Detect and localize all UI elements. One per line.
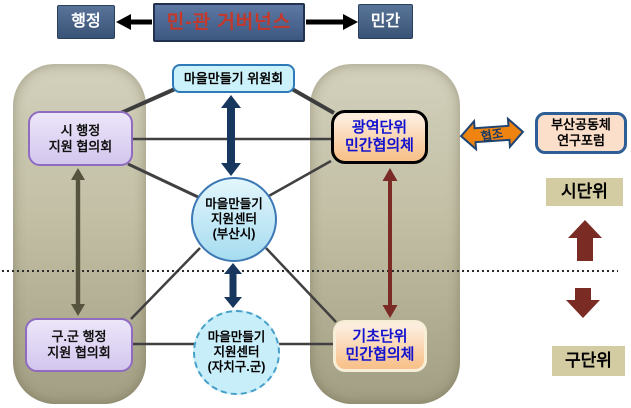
city-level-label: 시단위 — [546, 178, 623, 206]
node-basic-private-council: 기초단위 민간협의체 — [333, 320, 427, 372]
arrow-committee-centerbusan — [221, 95, 241, 176]
cooperation-label: 협조 — [480, 125, 504, 144]
cooperation-arrow-shape — [459, 116, 525, 152]
arrow-cityadmin-gugun — [71, 168, 85, 316]
district-level-down-arrow — [566, 288, 600, 318]
admin-box: 행정 — [57, 5, 115, 39]
line-metro-centerbusan — [266, 159, 332, 199]
district-level-label: 구단위 — [552, 346, 625, 376]
private-box: 민간 — [358, 4, 413, 39]
city-level-up-arrow — [568, 220, 602, 261]
node-metro-private-council: 광역단위 민간협의체 — [331, 110, 428, 164]
node-busan-community-forum: 부산공동체 연구포럼 — [535, 112, 627, 154]
line-centerbusan-basic — [265, 247, 337, 323]
line-committee-cityadmin — [120, 87, 176, 115]
line-committee-metro — [291, 87, 335, 115]
cooperation-arrow: 협조 — [459, 116, 525, 152]
line-cityadmin-centerbusan — [127, 162, 199, 199]
line-centerbusan-gugun — [130, 247, 201, 320]
arrow-metro-basic — [382, 168, 398, 318]
arrow-centerbusan-centerdistrict — [224, 263, 242, 308]
node-support-center-busan: 마을만들기 지원센터 (부산시) — [191, 177, 277, 262]
arrow-governance-to-admin-head — [116, 14, 131, 30]
node-village-committee: 마을만들기 위원회 — [172, 64, 295, 93]
node-city-admin-council: 시 행정 지원 협의회 — [28, 111, 133, 166]
governance-title-box: 민-관 거버넌스 — [153, 3, 305, 42]
node-support-center-district: 마을만들기 지원센터 (자치구.군) — [193, 310, 280, 395]
node-gugun-admin-council: 구.군 행정 지원 협의회 — [25, 318, 133, 372]
arrow-governance-to-private-head — [343, 14, 358, 30]
